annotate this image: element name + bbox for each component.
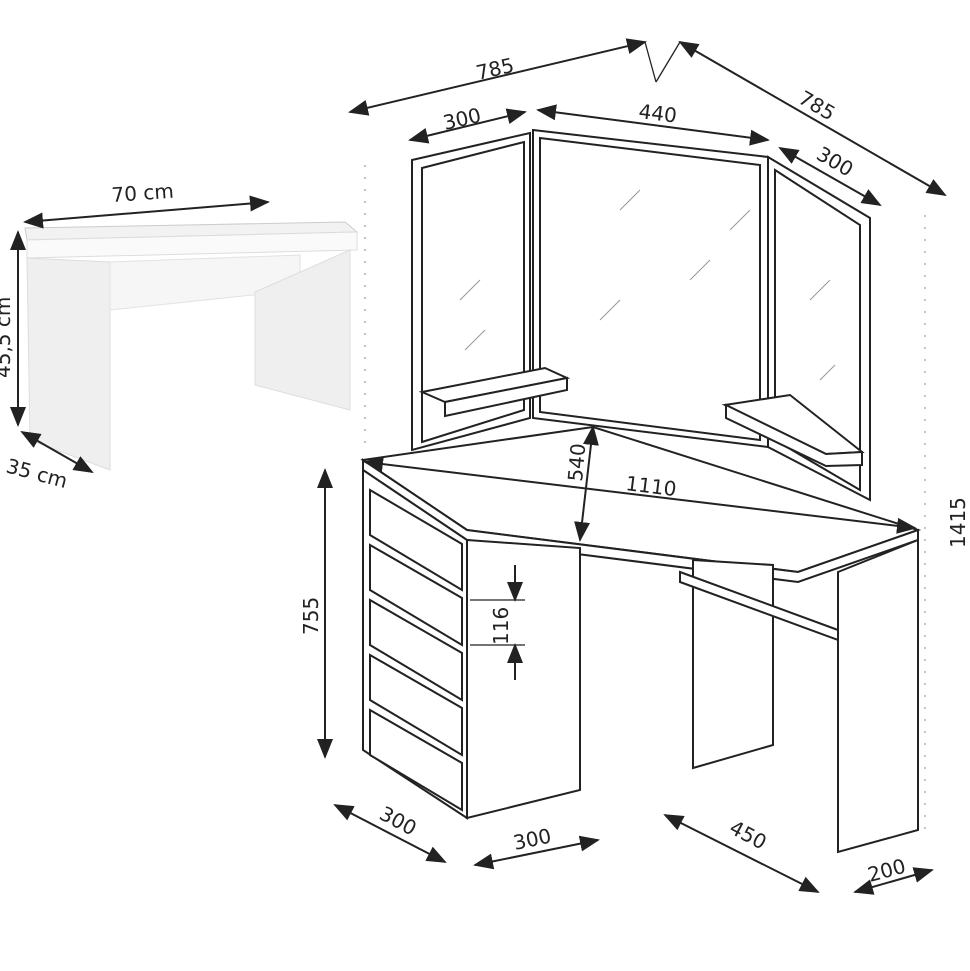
- top-right-span-label: 785: [795, 86, 840, 126]
- top-left-span-label: 785: [474, 53, 517, 85]
- vanity-desk-drawing: 785 785 300 440 300 540 1110 1415 755 11…: [299, 38, 970, 895]
- stool-depth-arrow: [20, 431, 94, 473]
- center-mirror-width-label: 440: [637, 99, 678, 127]
- stool-width-arrow: [23, 195, 270, 229]
- drawer-height-label: 116: [489, 607, 513, 645]
- stool-width-label: 70 cm: [111, 179, 175, 207]
- depth-label: 540: [563, 442, 590, 482]
- right-panel-width-label: 200: [865, 854, 908, 887]
- desk-height-label: 755: [299, 597, 323, 635]
- stool-drawing: 70 cm 45,5 cm 35 cm: [0, 179, 359, 493]
- left-depth-label: 300: [376, 801, 421, 840]
- total-height-label: 1415: [946, 497, 970, 548]
- stool-depth-label: 35 cm: [4, 454, 70, 493]
- drawers: [369, 488, 463, 812]
- stool-height-label: 45,5 cm: [0, 297, 15, 378]
- right-mirror-width-label: 300: [813, 142, 858, 182]
- left-mirror-width-label: 300: [441, 103, 484, 135]
